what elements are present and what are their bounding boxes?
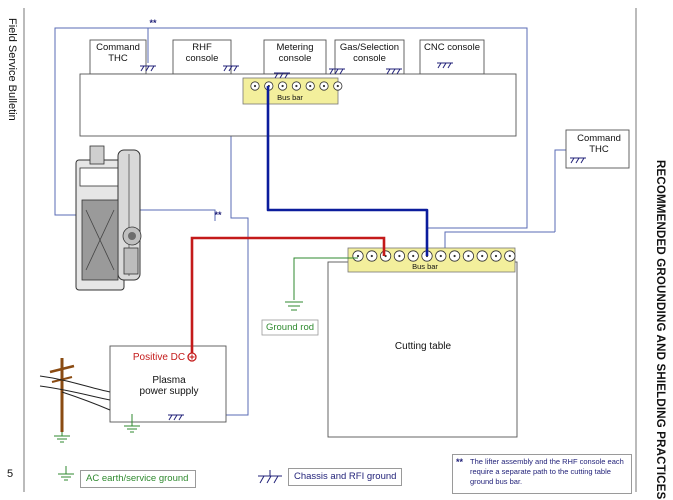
table-bus-bar-label: Bus bar [412,262,438,271]
legend-chassis-rfi [288,468,402,486]
ground-rod-label: Ground rod [265,322,315,333]
command-thc-label: Command THC [96,42,140,64]
ac-earth-ground-icon-pole [54,435,70,443]
legend-chassis-rfi-label: Chassis and RFI ground [294,471,397,482]
rhf-console-label: RHF console [185,42,219,64]
page-number: 5 [7,468,14,480]
note-marker: ** [456,457,464,467]
note-box [452,454,632,494]
command-thc-box [89,39,147,75]
torch-lifter-assembly-icon [75,145,142,291]
top-bus-bar-label: Bus bar [277,93,303,102]
plasma-power-supply-box [109,345,227,423]
cutting-table-box [327,261,518,438]
ground-rod-wire [293,257,358,300]
legend-ac-earth-icon [58,466,74,481]
legend-ac-earth-label: AC earth/service ground [86,473,189,484]
section-side-title: RECOMMENDED GROUNDING AND SHIELDING PRAC… [654,160,666,500]
gas-selection-console-label: Gas/Selection console [339,42,400,64]
table-bus-bar [347,247,516,273]
command-thc-right-label: Command THC [577,133,621,155]
cnc-console-label: CNC console [424,42,480,53]
legend-chassis-icon [258,470,282,484]
positive-dc-wire [190,236,386,354]
plasma-power-supply-label: Plasma power supply [139,375,199,397]
cutting-table-label: Cutting table [394,341,452,352]
legend-ac-earth [80,470,196,488]
separate-path-marker-mid: ** [214,210,222,220]
separate-path-marker-top: ** [149,18,157,28]
ac-earth-ground-icon-supply [124,425,140,433]
utility-pole-icon [39,358,111,432]
rhf-console-box [172,39,232,75]
gas-selection-console-box [334,39,405,75]
chassis-ground-icons [140,62,586,421]
positive-dc-label: Positive DC [132,352,186,363]
metering-console-label: Metering console [276,42,314,64]
ground-rod-icon [285,301,303,311]
bulletin-side-title: Field Service Bulletin [6,18,18,121]
note-text: The lifter assembly and the RHF console … [470,457,624,486]
ground-rod-label-box [261,319,319,336]
